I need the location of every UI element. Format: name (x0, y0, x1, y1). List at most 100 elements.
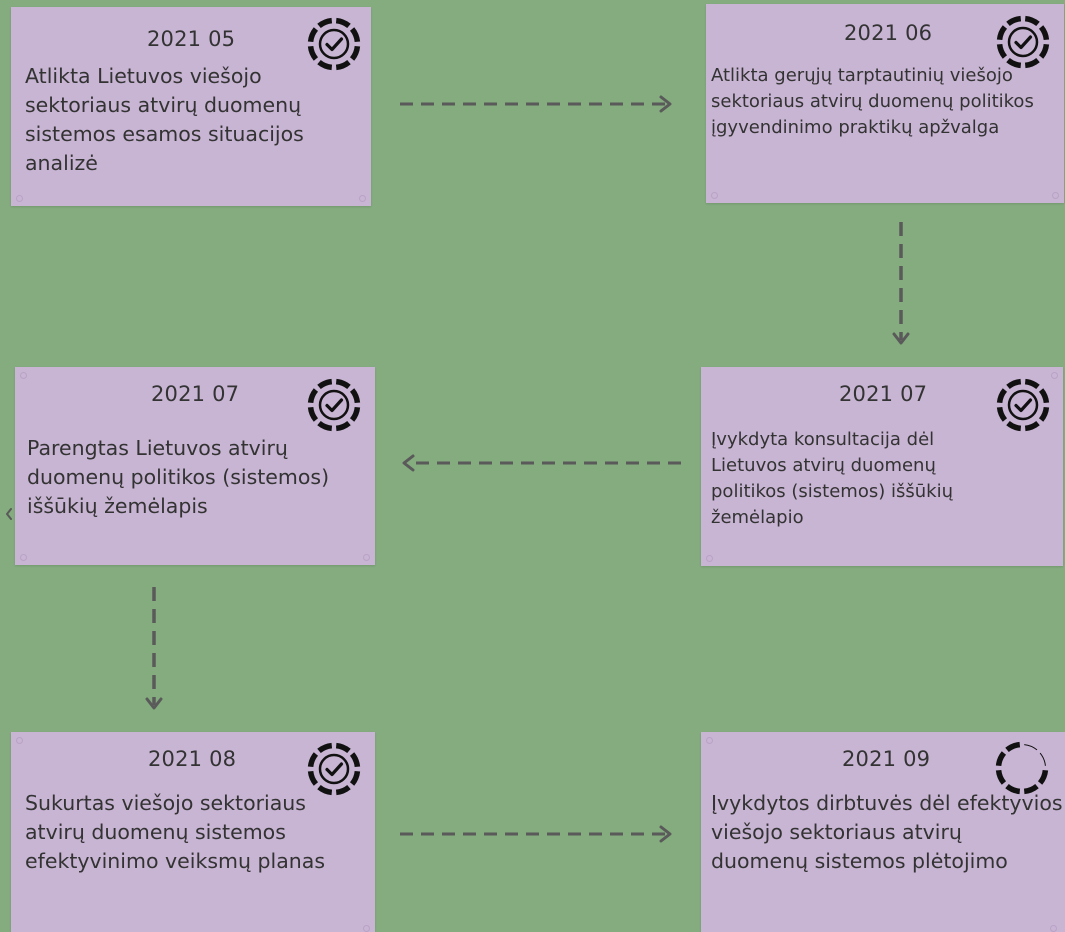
icon-inner-circle (1007, 26, 1039, 58)
arrow-right-connector (400, 825, 672, 843)
icon-ring-segment (307, 406, 319, 422)
icon-ring-segment (307, 388, 319, 404)
card-description: Įvykdytos dirbtuvės dėl efektyvios viešo… (711, 791, 1063, 874)
icon-ring-segment (349, 406, 361, 422)
icon-ring-segment (996, 43, 1008, 59)
icon-ring-segment (317, 742, 333, 754)
icon-checkmark (1014, 398, 1033, 413)
icon-ring-segment (335, 742, 351, 754)
icon-ring-segment (317, 378, 333, 390)
icon-ring-segment (307, 45, 319, 61)
icon-ring-segment (317, 420, 333, 432)
icon-ring-segment (1006, 15, 1022, 27)
icon-ring-segment (1024, 57, 1040, 69)
icon-ring-segment (307, 27, 319, 43)
card-description: Atlikta Lietuvos viešojo sektoriaus atvi… (25, 64, 304, 176)
card-description: Įvykdyta konsultacija dėl Lietuvos atvir… (711, 429, 953, 529)
icon-ring-segment (995, 769, 1007, 785)
icon-ring-segment (1038, 406, 1050, 422)
icon-checkmark (325, 762, 344, 777)
icon-ring-segment (1024, 15, 1040, 27)
icon-ring-segment (335, 378, 351, 390)
icon-ring-segment (335, 17, 351, 29)
icon-ring-segment (996, 388, 1008, 404)
card-date: 2021 08 (148, 747, 237, 771)
icon-ring-segment (349, 388, 361, 404)
icon-inner-circle (318, 753, 350, 785)
check-circle-dashed-icon (307, 378, 361, 432)
timeline-card-2021-05: 2021 05 Atlikta Lietuvos viešojo sektori… (11, 7, 371, 206)
card-date: 2021 07 (151, 382, 240, 406)
corner-dot (20, 372, 27, 379)
icon-ring-segment (335, 784, 351, 796)
corner-dot (16, 737, 23, 744)
icon-ring-segment (349, 752, 361, 768)
timeline-card-2021-07-map: 2021 07 Parengtas Lietuvos atvirų duomen… (15, 367, 375, 565)
icon-ring-segment (317, 17, 333, 29)
icon-inner-circle (318, 28, 350, 60)
corner-dot (359, 195, 366, 202)
card-description: Parengtas Lietuvos atvirų duomenų politi… (27, 436, 330, 519)
icon-ring-segment (1038, 25, 1050, 41)
corner-dot (1052, 192, 1059, 199)
icon-ring-segment (349, 45, 361, 61)
check-circle-dashed-icon (996, 378, 1050, 432)
icon-ring-segment (307, 770, 319, 786)
corner-dot (16, 195, 23, 202)
icon-ring-segment (1037, 769, 1049, 785)
timeline-card-2021-08: 2021 08 Sukurtas viešojo sektoriaus atvi… (11, 732, 375, 932)
icon-ring-segment (1024, 378, 1040, 390)
arrow-right-connector (400, 95, 672, 113)
icon-checkmark (325, 37, 344, 52)
icon-ring-segment (996, 406, 1008, 422)
icon-ring-segment (349, 27, 361, 43)
timeline-card-2021-09: 2021 09 Įvykdytos dirbtuvės dėl efektyvi… (701, 732, 1065, 932)
corner-dot (20, 554, 27, 561)
icon-ring-segment (1006, 57, 1022, 69)
card-date: 2021 05 (147, 27, 236, 51)
card-date: 2021 06 (844, 21, 933, 45)
icon-checkmark (325, 398, 344, 413)
card-description: Atlikta gerųjų tarptautinių viešojo sekt… (711, 65, 1034, 139)
loading-circle-dashed-icon (995, 741, 1049, 795)
arrow-tip-fragment (6, 508, 12, 520)
icon-ring-segment (1005, 741, 1021, 753)
check-circle-dashed-icon (307, 17, 361, 71)
timeline-card-2021-06: 2021 06 Atlikta gerųjų tarptautinių vieš… (706, 4, 1064, 203)
corner-dot (711, 192, 718, 199)
icon-ring-segment-pending (1024, 744, 1038, 751)
corner-dot (1051, 372, 1058, 379)
corner-dot (706, 555, 713, 562)
icon-inner-circle (1007, 389, 1039, 421)
icon-ring-segment (1038, 43, 1050, 59)
corner-dot (706, 737, 713, 744)
corner-dot (363, 925, 370, 932)
icon-ring-segment (1023, 783, 1039, 795)
check-circle-dashed-icon (307, 742, 361, 796)
arrow-down-connector (145, 587, 163, 710)
icon-ring-segment (307, 752, 319, 768)
icon-ring-segment (317, 59, 333, 71)
card-date: 2021 09 (842, 747, 931, 771)
icon-ring-segment (1038, 388, 1050, 404)
icon-checkmark (1014, 35, 1033, 50)
icon-inner-circle (318, 389, 350, 421)
check-circle-dashed-icon (996, 15, 1050, 69)
icon-ring-segment (1024, 420, 1040, 432)
corner-dot (363, 554, 370, 561)
icon-ring-segment (1006, 420, 1022, 432)
icon-ring-segment (335, 420, 351, 432)
arrow-down-connector (892, 222, 910, 345)
icon-ring-segment (335, 59, 351, 71)
icon-ring-segment (1005, 783, 1021, 795)
icon-ring-segment-pending (1039, 752, 1046, 766)
card-description: Sukurtas viešojo sektoriaus atvirų duome… (25, 791, 326, 874)
icon-ring-segment (996, 25, 1008, 41)
arrow-left-connector (402, 454, 684, 472)
corner-dot (1050, 925, 1057, 932)
timeline-card-2021-07-consultation: 2021 07 Įvykdyta konsultacija dėl Lietuv… (701, 367, 1063, 566)
icon-ring-segment (349, 770, 361, 786)
icon-ring-segment (995, 751, 1007, 767)
icon-ring-segment (1006, 378, 1022, 390)
icon-ring-segment (317, 784, 333, 796)
